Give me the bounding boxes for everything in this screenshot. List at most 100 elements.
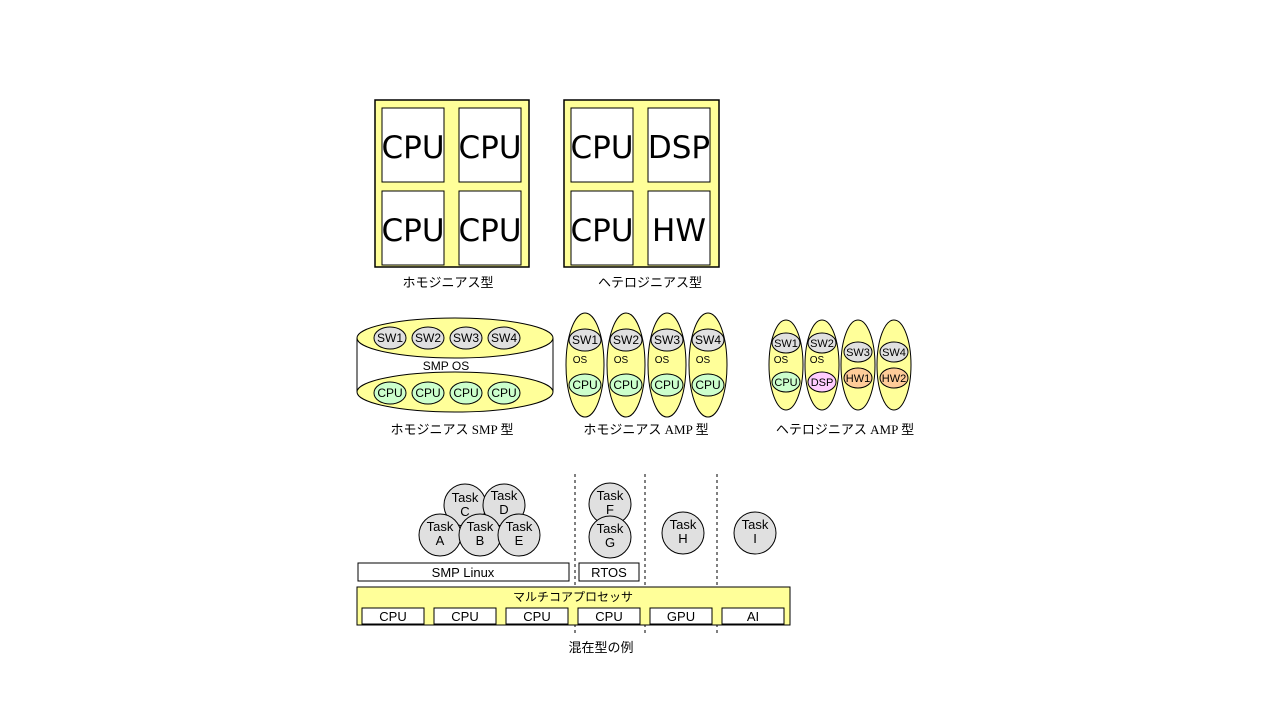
sw-node [609,328,643,352]
sw-label: SW4 [491,331,517,345]
cpu-node [650,373,684,397]
os-label: OS [810,355,825,366]
cpu-label: CPU [491,386,516,400]
sw-node [373,326,407,350]
core-box [433,607,497,625]
sw-label: SW1 [774,338,798,350]
smp-os-label: SMP OS [423,359,469,373]
os-box-rtos [578,562,640,582]
dsp-node [807,371,837,393]
sw-node [691,328,725,352]
core-box [361,607,425,625]
chip-cell-label: DSP [648,130,710,166]
os-label: OS [774,355,789,366]
os-label: OS [655,355,670,366]
sw-label: SW2 [810,338,834,350]
hw-node [843,367,873,389]
task-label: Task [670,517,697,532]
heterogeneous-chip: CPU DSP CPU HW ヘテロジニアス型 [563,99,720,290]
caption-heterogeneous: ヘテロジニアス型 [598,275,702,290]
chip-cell-label: CPU [570,130,633,166]
sw-label: SW2 [613,333,639,347]
cpu-node [568,373,602,397]
chip-cell-label: HW [652,213,706,249]
task-node [588,515,632,559]
core-label: CPU [451,609,478,624]
task-label: Task [506,519,533,534]
core-box [721,607,785,625]
cpu-node [691,373,725,397]
task-label: H [678,531,687,546]
sw-node [411,326,445,350]
cpu-node [411,381,445,405]
task-label: A [436,533,445,548]
task-label: E [515,533,524,548]
os-label: OS [696,355,711,366]
sw-node [449,326,483,350]
task-label: F [606,502,614,517]
cpu-label: CPU [613,378,638,392]
sw-label: SW3 [654,333,680,347]
core-label: CPU [774,377,797,389]
core-box [649,607,713,625]
task-label: B [476,533,485,548]
task-label: Task [452,490,479,505]
task-label: D [499,502,508,517]
sw-label: SW3 [453,331,479,345]
chip-cell-label: CPU [570,213,633,249]
core-label: CPU [523,609,550,624]
sw-label: SW1 [377,331,403,345]
core-box [505,607,569,625]
task-label: Task [742,517,769,532]
sw-node [879,341,909,363]
cpu-label: CPU [415,386,440,400]
processor-label: マルチコアプロセッサ [513,590,633,604]
sw-label: SW4 [695,333,721,347]
task-label: C [460,504,469,519]
task-label: G [605,535,615,550]
chip-cell [647,107,711,183]
core-label: CPU [379,609,406,624]
task-node [497,513,541,557]
cpu-label: CPU [654,378,679,392]
cpu-node [771,371,801,393]
chip-cell-label: CPU [381,213,444,249]
os-box-smp-linux [357,562,570,582]
sw-label: SW3 [846,347,870,359]
sw-label: SW2 [415,331,441,345]
amp-homogeneous: SW1 SW2 SW3 SW4 OS OS OS OS CPU CPU CPU … [565,312,728,437]
os-rtos-label: RTOS [591,565,627,580]
chip-cell [381,190,445,266]
chip-cell [570,107,634,183]
chip-cell-label: CPU [381,130,444,166]
multicore-processor [356,586,791,626]
task-label: I [753,531,757,546]
task-label: Task [427,519,454,534]
chip-cell [458,107,522,183]
sw-node [650,328,684,352]
cpu-label: CPU [572,378,597,392]
task-label: Task [491,488,518,503]
cpu-label: CPU [377,386,402,400]
amp-column [840,319,876,411]
mixed-example: Task C Task D Task A Task B Task E Task … [356,474,791,655]
task-label: Task [597,488,624,503]
sw-node [487,326,521,350]
core-label: GPU [667,609,695,624]
smp-cylinder: SW1 SW2 SW3 SW4 SMP OS CPU CPU CPU CPU ホ… [356,317,554,437]
caption-amp-homogeneous: ホモジニアス AMP 型 [583,422,708,437]
task-node [661,511,705,555]
amp-heterogeneous: SW1 SW2 SW3 SW4 OS OS CPU DSP HW1 HW2 ヘテ… [768,319,914,437]
chip-cell [381,107,445,183]
task-label: Task [467,519,494,534]
core-box [577,607,641,625]
chip-cell [570,190,634,266]
cpu-node [449,381,483,405]
chip-cell-label: CPU [458,130,521,166]
core-label: AI [747,609,759,624]
caption-homogeneous: ホモジニアス型 [402,275,493,290]
cpu-label: CPU [453,386,478,400]
core-label: CPU [595,609,622,624]
core-label: HW2 [882,373,906,385]
